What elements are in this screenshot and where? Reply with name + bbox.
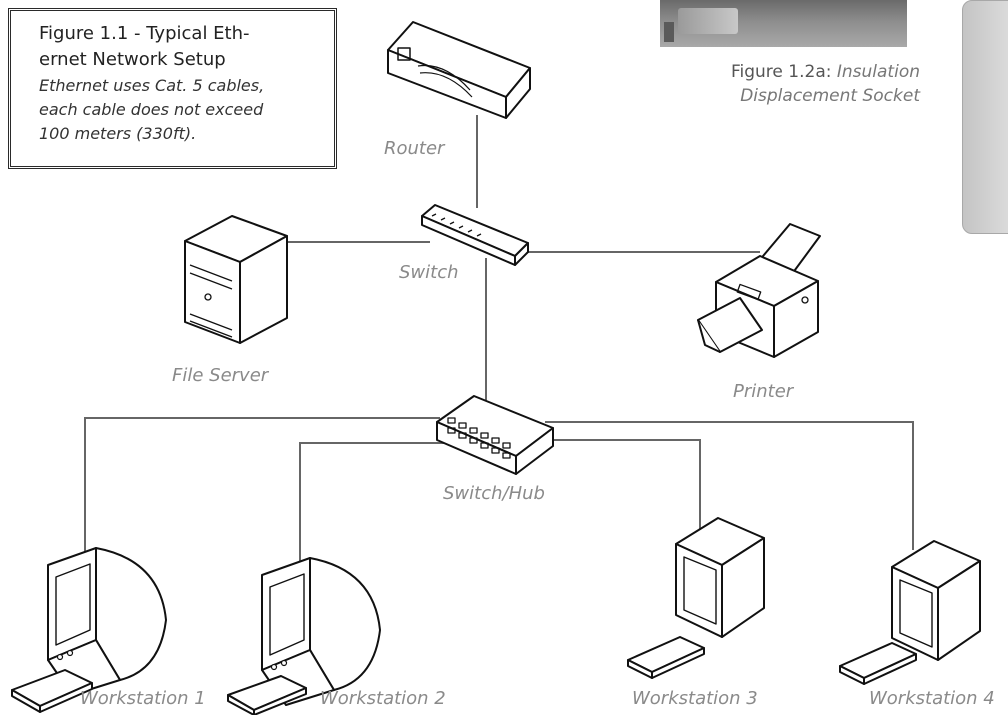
workstation-4-label: Workstation 4 [869, 688, 995, 709]
file-server-icon [184, 215, 288, 344]
photo-caption-text-1: Insulation [836, 62, 920, 82]
router-icon [387, 21, 531, 119]
cable-hub-ws3 [530, 439, 701, 552]
figure-caption-box: Figure 1.1 - Typical Eth- ernet Network … [8, 8, 337, 169]
workstation-3-label: Workstation 3 [632, 688, 758, 709]
caption-title-line-2: ernet Network Setup [39, 49, 226, 70]
switch-hub-icon [436, 395, 554, 475]
photo-caption-text-2: Displacement Socket [740, 86, 920, 106]
cable-hub-ws1 [84, 417, 440, 560]
workstation-3-icon [627, 517, 765, 679]
workstation-1-icon [11, 547, 167, 713]
cable-hub-ws2 [299, 442, 450, 570]
switch-icon [421, 204, 529, 266]
page-side-tab [962, 0, 1008, 234]
photo-shadow [664, 22, 674, 42]
router-label: Router [384, 138, 445, 159]
printer-label: Printer [733, 381, 794, 402]
photo-caption: Figure 1.2a: Insulation Displacement Soc… [620, 60, 920, 108]
caption-body-line-1: Ethernet uses Cat. 5 cables, [39, 76, 265, 95]
printer-icon [697, 223, 821, 358]
caption-body-line-3: 100 meters (330ft). [39, 124, 197, 143]
photo-caption-label: Figure 1.2a: [730, 62, 832, 82]
photo-highlight [678, 8, 738, 34]
caption-body-line-2: each cable does not exceed [39, 100, 264, 119]
workstation-1-label: Workstation 1 [80, 688, 206, 709]
insulation-socket-photo [660, 0, 907, 47]
workstation-2-label: Workstation 2 [320, 688, 446, 709]
switch-label: Switch [399, 262, 459, 283]
workstation-2-icon [227, 557, 381, 715]
file-server-label: File Server [172, 365, 269, 386]
caption-title-line-1: Figure 1.1 - Typical Eth- [39, 23, 250, 44]
workstation-4-icon [839, 540, 981, 685]
cables [84, 115, 914, 570]
switch-hub-label: Switch/Hub [443, 483, 545, 504]
cable-hub-ws4 [545, 421, 914, 550]
